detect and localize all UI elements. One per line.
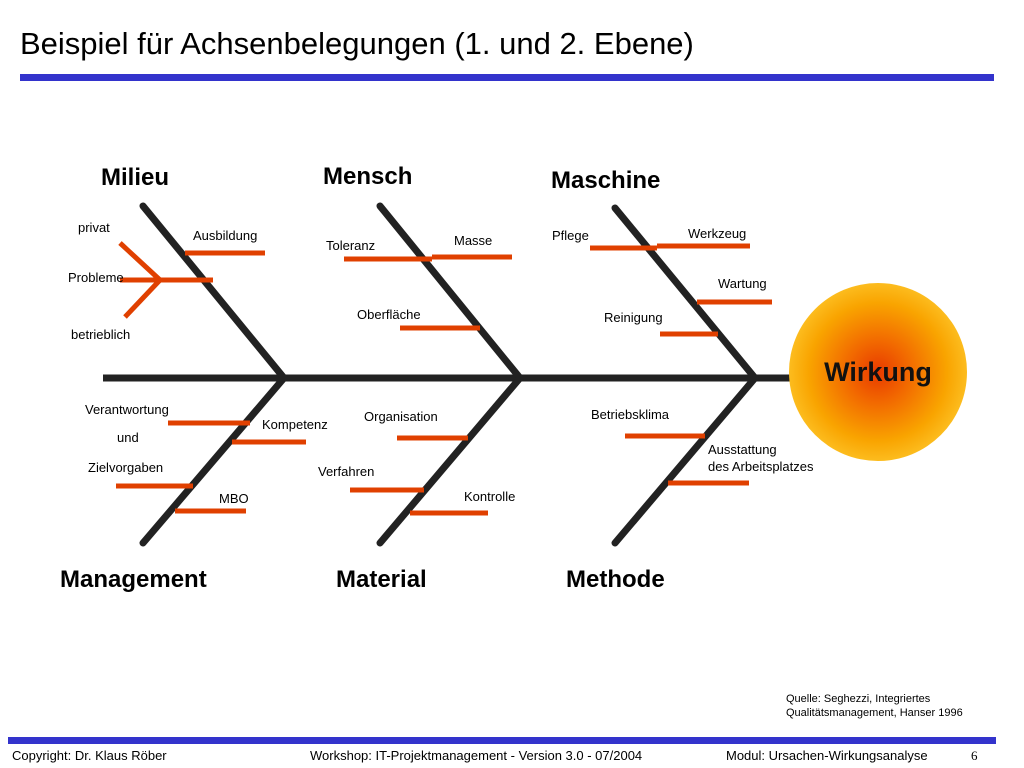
category-maschine: Maschine	[551, 167, 661, 194]
cause-zielvorgaben: Zielvorgaben	[88, 460, 164, 475]
cause-probleme: Probleme	[68, 270, 124, 285]
cause-ausstattung-line1: Ausstattung	[708, 442, 777, 457]
cause-kontrolle: Kontrolle	[464, 489, 516, 504]
cause-betrieblich: betrieblich	[71, 327, 131, 342]
title-rule	[20, 74, 994, 81]
cause-wartung: Wartung	[718, 276, 767, 291]
cause-oberflaeche: Oberfläche	[357, 307, 421, 322]
footer-module: Modul: Ursachen-Wirkungsanalyse	[726, 748, 928, 763]
cause-und: und	[117, 430, 139, 445]
effect-label: Wirkung	[824, 356, 932, 387]
cause-kompetenz: Kompetenz	[262, 417, 328, 432]
cause-ausstattung-line2: des Arbeitsplatzes	[708, 459, 814, 474]
cause-verfahren: Verfahren	[318, 464, 375, 479]
category-mensch: Mensch	[323, 163, 413, 190]
cause-masse: Masse	[454, 233, 493, 248]
bone-milieu	[139, 202, 288, 382]
category-management: Management	[60, 566, 207, 593]
effect-circle: Wirkung	[789, 283, 967, 461]
source-line-1: Quelle: Seghezzi, Integriertes	[786, 693, 931, 705]
cause-betriebsklima: Betriebsklima	[591, 407, 670, 422]
cause-ausbildung: Ausbildung	[193, 228, 258, 243]
page-title: Beispiel für Achsenbelegungen (1. und 2.…	[20, 26, 694, 61]
bone-maschine	[611, 204, 759, 382]
footer-workshop: Workshop: IT-Projektmanagement - Version…	[310, 748, 643, 763]
cause-verantwortung: Verantwortung	[85, 402, 169, 417]
cause-toleranz: Toleranz	[326, 238, 376, 253]
bone-material	[376, 374, 524, 547]
source-line-2: Qualitätsmanagement, Hanser 1996	[786, 707, 963, 719]
cause-privat: privat	[78, 220, 110, 235]
cause-line-probleme-fork	[118, 241, 162, 282]
cause-mbo: MBO	[219, 491, 249, 506]
footer-page-number: 6	[971, 748, 978, 763]
bone-management	[139, 374, 288, 547]
footer-copyright: Copyright: Dr. Klaus Röber	[12, 748, 167, 763]
bone-mensch	[376, 202, 524, 382]
category-methode: Methode	[566, 566, 665, 593]
source-citation: Quelle: Seghezzi, Integriertes Qualitäts…	[786, 692, 963, 720]
bone-methode	[611, 374, 759, 547]
footer-rule	[8, 737, 996, 744]
category-material: Material	[336, 566, 427, 593]
cause-line-betrieblich-fork	[123, 278, 162, 319]
cause-pflege: Pflege	[552, 228, 589, 243]
category-milieu: Milieu	[101, 164, 170, 191]
cause-werkzeug: Werkzeug	[688, 226, 747, 241]
cause-organisation: Organisation	[364, 409, 438, 424]
cause-reinigung: Reinigung	[604, 310, 663, 325]
